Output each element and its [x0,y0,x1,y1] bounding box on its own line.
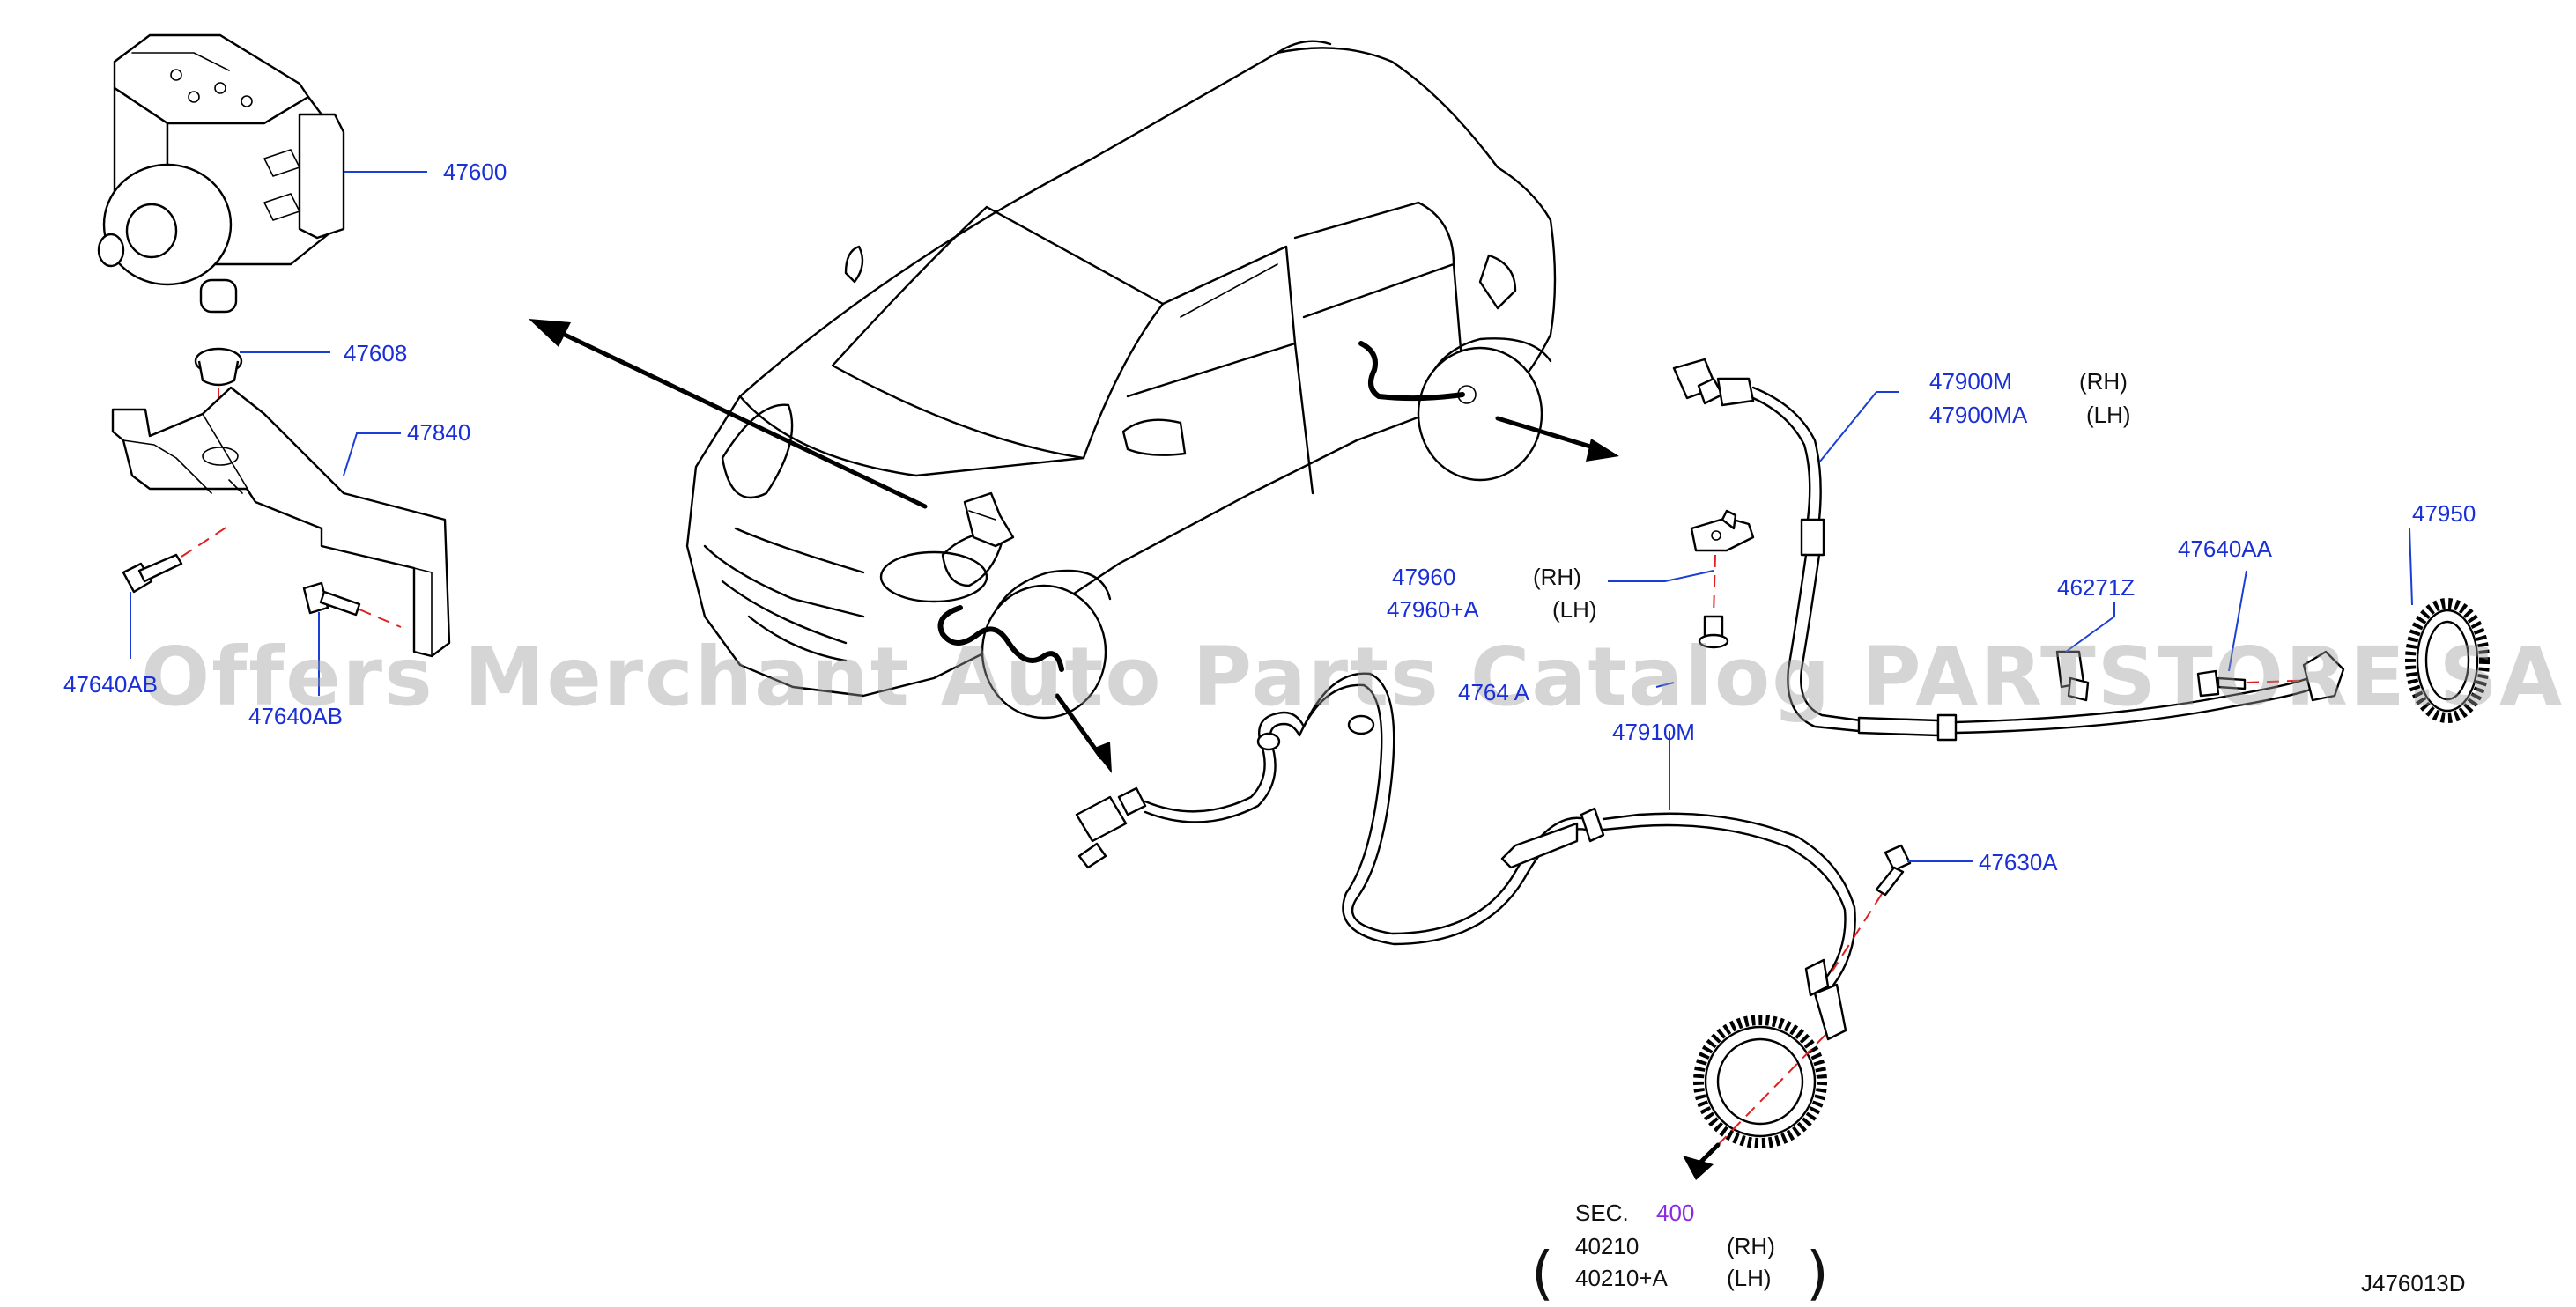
clip-guide-line [1713,554,1716,617]
rear-sensor-head [2302,650,2345,702]
label-rh-3: (RH) [1727,1233,1775,1259]
label-rh-2: (RH) [1533,564,1581,590]
abs-actuator-illustration [97,33,345,314]
label-lh-3: (LH) [1727,1265,1772,1291]
label-bolt-left: 47640AB [63,671,158,698]
label-bracket-clip: 47960 [1392,564,1455,590]
label-rear-ring: 47950 [2412,500,2476,527]
front-ring-guide-line [1717,1034,1826,1146]
label-lh-1: (LH) [2086,402,2131,428]
bolt-right-guide-line [359,609,402,628]
rear-sensor-illustration [1672,358,2314,742]
pointer-arrows [529,319,1619,773]
label-bracket: 47840 [407,419,470,446]
label-bolt-right: 47640AB [248,703,343,729]
label-rear-clip: 46271Z [2057,574,2135,601]
label-front-sensor: 47910M [1612,719,1695,745]
label-front-bolt: 47630A [1979,849,2058,875]
clip-bolt-illustration [1698,615,1729,649]
label-sec-number[interactable]: 400 [1656,1200,1694,1226]
paren-close: ) [1806,1239,1829,1307]
paren-open: ( [1531,1239,1554,1307]
label-rear-sensor-lh: 47900MA [1929,402,2028,428]
label-rear-bolt: 47640AA [2178,535,2273,562]
label-lh-2: (LH) [1552,596,1597,623]
watermark-text: Offers Merchant Auto Parts Catalog PARTS… [141,630,2564,724]
label-bracket-clip-alt: 47960+A [1387,596,1479,623]
rear-bolt-guide-line [2246,679,2318,683]
bracket-clip-illustration [1690,509,1755,552]
label-rear-sensor-rh: 47900M [1929,368,2012,395]
bolt-right-illustration [302,581,361,617]
label-hub-lh: 40210+A [1575,1265,1668,1291]
leader-lines [130,171,2413,862]
label-partial: 4764 A [1458,679,1530,705]
car-illustration [685,40,1557,720]
label-grommet: 47608 [344,340,407,366]
rear-bolt-illustration [2196,669,2247,698]
label-sec-prefix: SEC. [1575,1200,1629,1226]
bolt-left-guide-line [181,526,228,558]
rear-sensor-ring-illustration [2405,598,2490,723]
front-bolt-guide-line [1827,893,1883,978]
bracket-illustration [111,386,451,658]
rear-clip-illustration [2055,650,2090,702]
label-rh-1: (RH) [2079,368,2128,395]
diagram-id: J476013D [2361,1270,2466,1296]
front-bolt-illustration [1875,844,1912,897]
label-abs-actuator: 47600 [443,159,507,185]
rear-harness-wire [1358,341,1465,402]
front-sensor-illustration [1075,672,1856,1041]
grommet-illustration [194,347,243,387]
front-harness-wire [937,605,1064,672]
front-sensor-ring-illustration [1693,1015,1827,1148]
bolt-left-illustration [122,553,183,594]
label-hub-rh: 40210 [1575,1233,1639,1259]
